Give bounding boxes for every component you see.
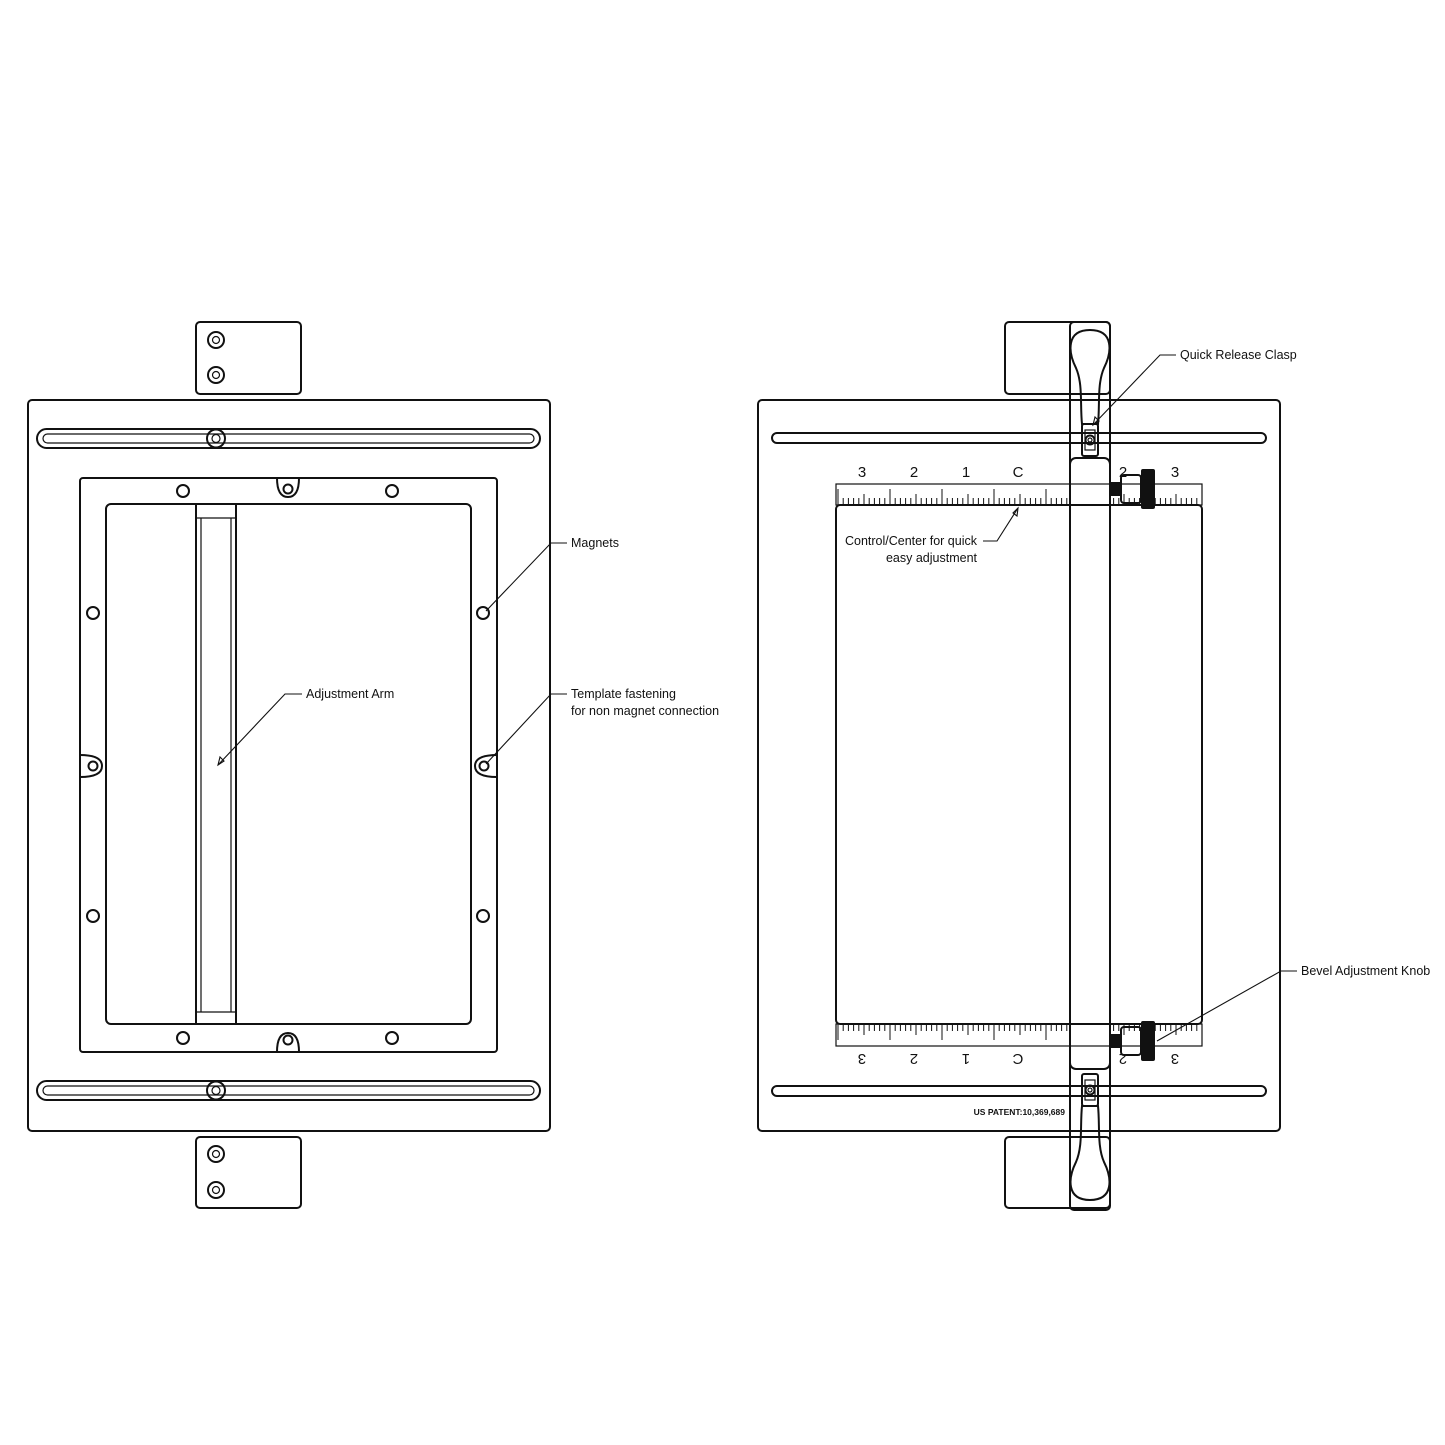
leader-adjustment-arm: [217, 693, 302, 766]
template-window: [105, 503, 472, 1025]
fastening-tab: [276, 1031, 300, 1053]
quick-release-clasp-top: [1069, 328, 1111, 425]
base-plate: [757, 399, 1281, 1132]
scale-bottom-3-right: 3: [1171, 1050, 1179, 1067]
label-magnets: Magnets: [571, 536, 619, 550]
scale-top-2-right: 2: [1119, 464, 1127, 481]
scale-top-3-left: 3: [858, 464, 866, 481]
adjustment-arm-bar: [1069, 457, 1111, 1070]
bevel-knob-top: [1110, 469, 1155, 509]
label-template-fastening-2: for non magnet connection: [571, 704, 719, 718]
patent-number: US PATENT:10,369,689: [974, 1107, 1066, 1117]
top-bracket: [195, 321, 302, 395]
bottom-bracket: [1004, 1136, 1111, 1209]
magnet-hole: [476, 909, 490, 923]
magnet-hole: [86, 909, 100, 923]
ruler-top: [835, 483, 1203, 506]
label-template-fastening: Template fastening: [571, 687, 676, 701]
magnet-hole: [476, 606, 490, 620]
scale-top-center: C: [1013, 464, 1024, 481]
right-view: 3 2 1 C 2 3 3 2 1 C 2 3: [757, 321, 1430, 1211]
magnet-hole: [385, 1031, 399, 1045]
scale-bottom-3-left: 3: [858, 1050, 866, 1067]
bracket-screw: [207, 366, 225, 384]
magnet-hole: [176, 484, 190, 498]
fastening-tab: [79, 754, 104, 778]
leader-magnets: [485, 542, 567, 612]
template-area: [835, 504, 1203, 1025]
label-adjustment-arm: Adjustment Arm: [306, 687, 394, 701]
slot-screw: [206, 428, 226, 449]
scale-top-3-right: 3: [1171, 464, 1179, 481]
magnet-hole: [86, 606, 100, 620]
scale-bottom-1-left: 1: [962, 1050, 970, 1067]
label-quick-release-clasp: Quick Release Clasp: [1180, 348, 1297, 362]
adjustment-arm-bar: [195, 503, 237, 1025]
label-control-center-2: easy adjustment: [886, 551, 978, 565]
leader-control-center: [983, 507, 1019, 542]
ruler-bottom: [835, 1023, 1203, 1047]
template-frame-outer: [79, 477, 498, 1053]
label-control-center: Control/Center for quick: [845, 534, 978, 548]
bracket-screw: [207, 1145, 225, 1163]
base-plate: [27, 399, 551, 1132]
bottom-slot: [36, 1080, 541, 1101]
top-slot: [771, 432, 1267, 444]
scale-bottom-center: C: [1012, 1050, 1023, 1067]
leader-quick-release: [1092, 354, 1176, 426]
bevel-knob-bottom: [1110, 1021, 1155, 1061]
fastening-tab: [473, 754, 498, 778]
scale-top-1-left: 1: [962, 464, 970, 481]
label-bevel-adjustment-knob: Bevel Adjustment Knob: [1301, 964, 1430, 978]
magnet-hole: [385, 484, 399, 498]
quick-release-clasp-bottom: [1069, 1105, 1111, 1202]
top-slot: [36, 428, 541, 449]
leader-template-fastening: [485, 693, 567, 765]
slot-screw: [206, 1080, 226, 1101]
top-bracket: [1004, 321, 1111, 395]
scale-bottom-2-right: 2: [1119, 1050, 1127, 1067]
magnet-hole: [176, 1031, 190, 1045]
bottom-bracket: [195, 1136, 302, 1209]
scale-top-2-left: 2: [910, 464, 918, 481]
left-view: Magnets Adjustment Arm Template fastenin…: [27, 321, 719, 1209]
bracket-screw: [207, 331, 225, 349]
scale-bottom-2-left: 2: [910, 1050, 918, 1067]
leader-bevel-knob: [1156, 970, 1297, 1042]
fastening-tab: [276, 477, 300, 499]
bottom-slot: [771, 1085, 1267, 1097]
bracket-screw: [207, 1181, 225, 1199]
